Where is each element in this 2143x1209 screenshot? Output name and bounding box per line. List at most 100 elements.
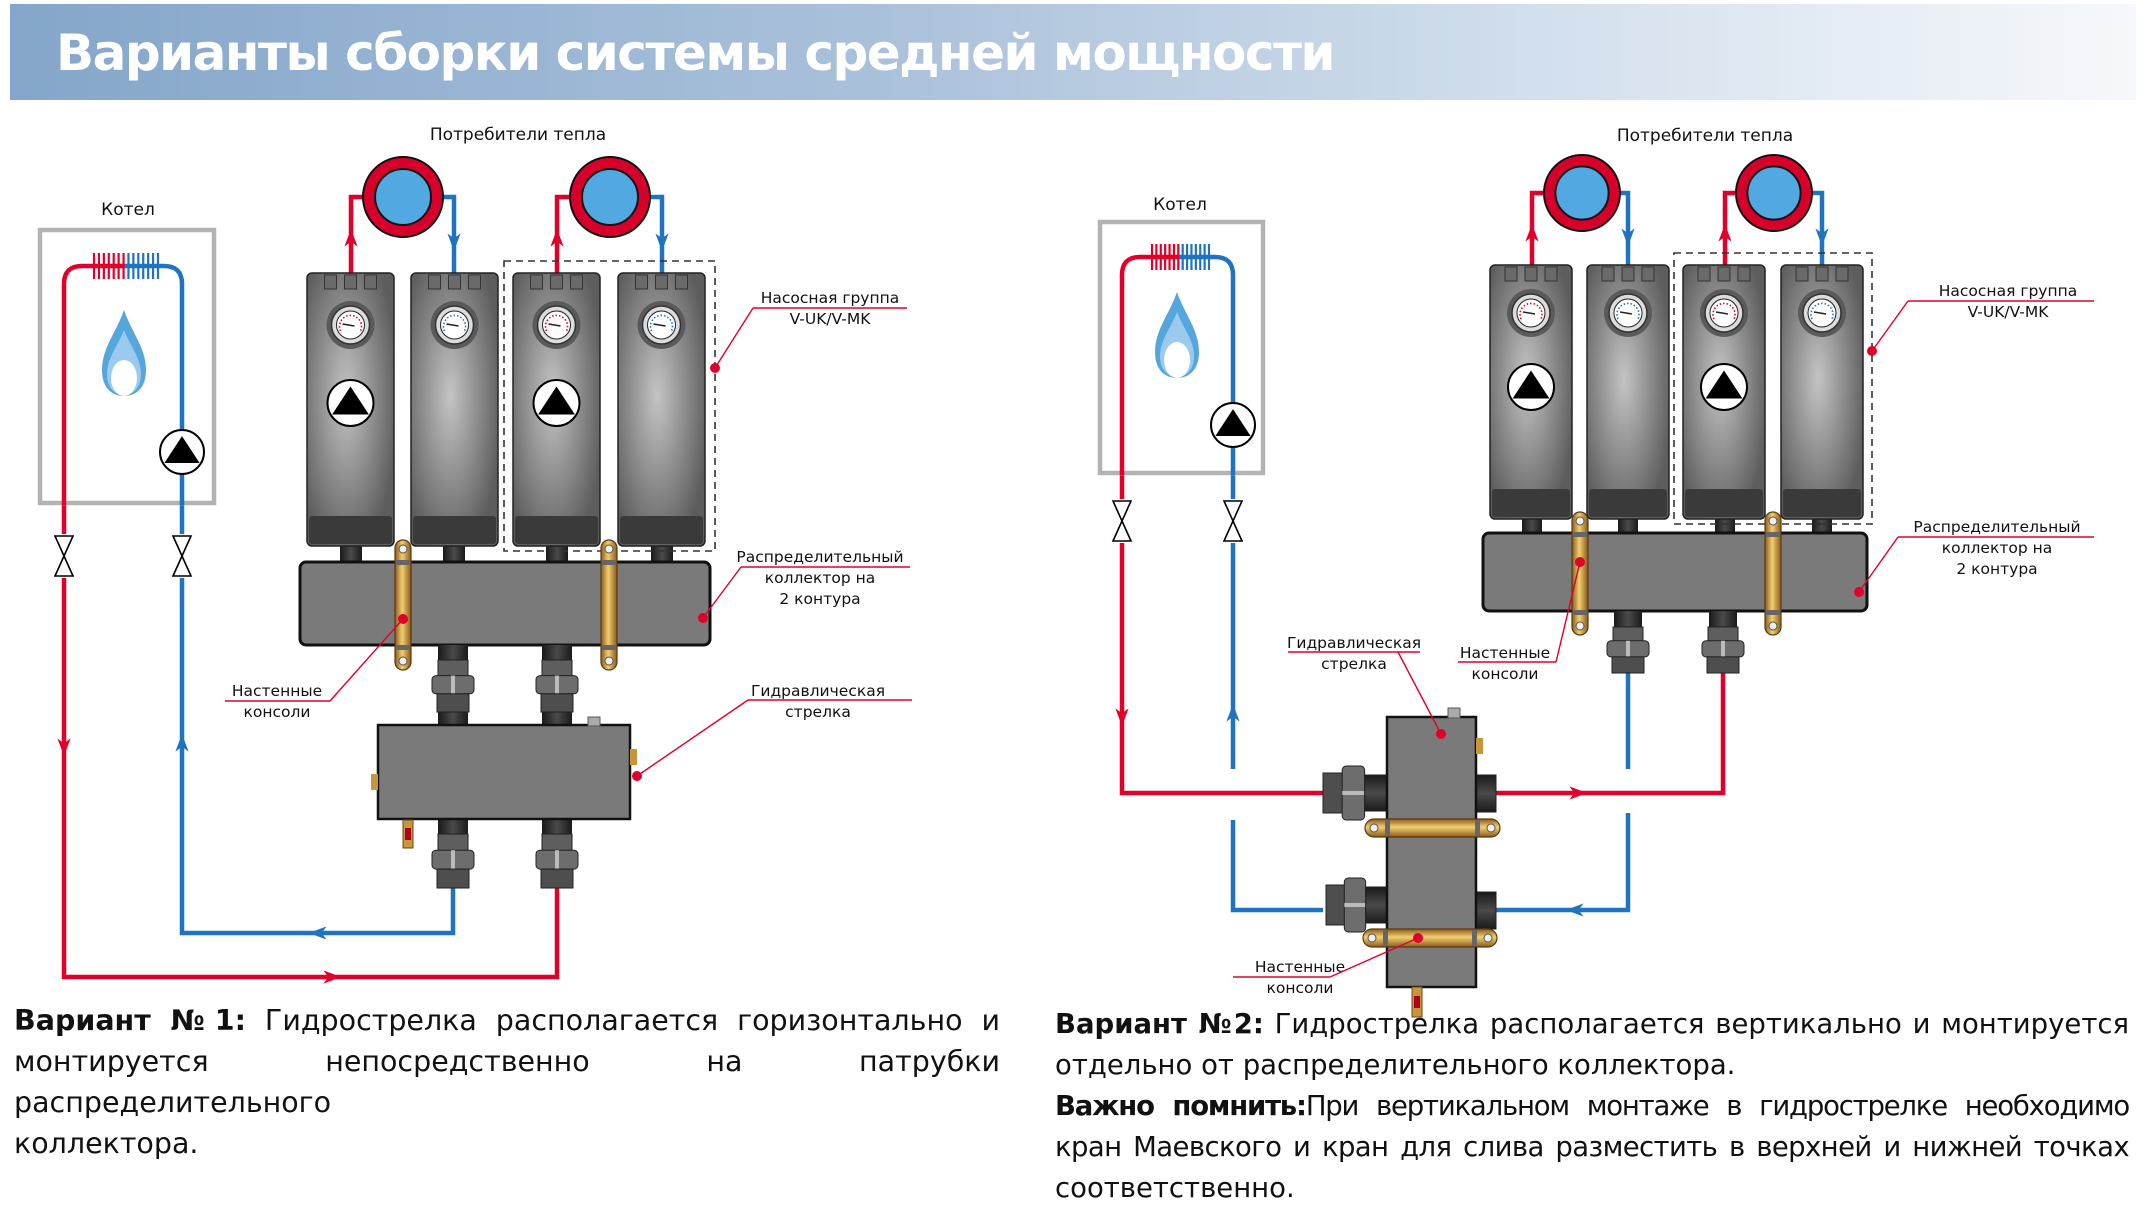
drain-valve-icon xyxy=(1411,986,1423,1018)
leader-dot-icon xyxy=(710,363,720,373)
heat-exchanger-icon xyxy=(1150,244,1211,270)
flow-arrow-up-icon xyxy=(344,229,358,247)
flow-arrow-down-icon xyxy=(447,233,461,251)
variant1-pump-group-label-line: V-UK/V-MK xyxy=(790,310,872,328)
leader-line xyxy=(714,307,754,369)
boiler-supply-pipe xyxy=(1119,254,1178,475)
consumer-return-pipe xyxy=(1812,190,1825,265)
flow-arrow-right-icon xyxy=(323,970,341,984)
housing-base xyxy=(1685,489,1763,517)
boiler-return-pipe xyxy=(123,263,185,505)
housing-base xyxy=(515,516,598,544)
wall-bracket-icon xyxy=(600,539,618,671)
housing-notch xyxy=(1835,266,1849,282)
flow-arrow-down-icon xyxy=(57,738,71,756)
leader-dot-icon xyxy=(1575,557,1585,567)
variant1-hydro-arrow-label-line: стрелка xyxy=(785,703,851,721)
variant1-caption-line1: Гидрострелка располагается горизонтально… xyxy=(245,1004,1000,1037)
variant2-collector-label-line: Распределительный xyxy=(1913,518,2080,536)
variant1-diagram xyxy=(298,156,716,889)
pump-group-column xyxy=(1780,264,1864,520)
flow-arrow-left-icon xyxy=(309,926,327,940)
variant2-caption-line5: соответственно. xyxy=(1055,1172,1295,1204)
thermometer-gauge-icon xyxy=(1798,289,1846,337)
nipple xyxy=(1614,611,1642,631)
pump-group-housing xyxy=(617,272,706,547)
consumer-supply-pipe xyxy=(1529,190,1544,265)
side-plug xyxy=(1476,738,1483,754)
wall-bracket-icon xyxy=(1764,511,1782,636)
side-plug xyxy=(371,774,378,790)
heat-consumer-icon xyxy=(569,156,651,238)
variant2-caption-line3: При вертикальном монтаже в гидрострелке … xyxy=(1305,1090,2130,1122)
variant2-caption-title: Вариант №2: xyxy=(1055,1008,1264,1040)
page-title: Варианты сборки системы средней мощности xyxy=(56,24,1336,82)
variant1-caption: Вариант №1: Гидрострелка располагается г… xyxy=(14,1000,1000,1164)
flow-arrow-down-icon xyxy=(655,233,669,251)
variant1-hydro-arrow-label: Гидравлическая стрелка xyxy=(632,682,912,781)
pump-group-column xyxy=(617,272,706,547)
housing-notch xyxy=(1717,266,1731,282)
flow-arrow-down-icon xyxy=(1115,708,1129,726)
housing-notch xyxy=(1641,266,1655,282)
flow-arrow-up-icon xyxy=(1525,224,1539,242)
variant1-hydro-arrow-label-line: Гидравлическая xyxy=(751,682,885,700)
nipple xyxy=(1475,891,1497,930)
variant1-caption-line3: коллектора. xyxy=(14,1127,199,1160)
union-fitting-icon xyxy=(1701,626,1745,674)
pump-group-housing xyxy=(1586,264,1670,520)
housing-notch xyxy=(1737,266,1751,282)
variant1-caption-line2: монтируется непосредственно на патрубки … xyxy=(14,1045,1000,1119)
ball-valve-icon xyxy=(171,534,193,578)
gas-flame-icon xyxy=(102,310,146,396)
distribution-collector xyxy=(298,560,712,647)
housing-notch xyxy=(1544,266,1558,282)
housing-notch xyxy=(1795,266,1809,282)
leader-dot-icon xyxy=(698,613,708,623)
variant1-boiler-label: Котел xyxy=(101,200,155,220)
housing-notch xyxy=(468,274,481,290)
heat-consumer-icon xyxy=(1735,154,1813,232)
housing-base xyxy=(1492,489,1570,517)
air-vent-icon xyxy=(587,716,601,727)
thermometer-gauge-icon xyxy=(1604,289,1652,337)
union-fitting-icon xyxy=(535,833,579,889)
consumer-supply-pipe xyxy=(1722,190,1736,265)
housing-notch xyxy=(344,274,357,290)
union-fitting-icon xyxy=(1325,877,1388,933)
consumer-supply-pipe xyxy=(554,194,570,273)
variant2-supply-to-separator xyxy=(1119,473,1323,796)
leader-dot-icon xyxy=(1413,933,1423,943)
pipes-layer xyxy=(57,190,1829,984)
leader-line xyxy=(1858,536,1899,593)
flow-arrow-up-icon xyxy=(550,229,564,247)
circulation-pump-icon xyxy=(159,429,205,475)
gas-flame-icon xyxy=(1155,292,1199,378)
hydraulic-separator xyxy=(376,723,632,821)
variant2-wall-brackets-bottom-label-line: Настенные xyxy=(1255,958,1345,976)
variant2-collector-label: Распределительный коллектор на 2 контура xyxy=(1854,518,2094,597)
pump-group-housing xyxy=(1780,264,1864,520)
pump-group-column xyxy=(306,272,395,547)
wall-bracket-icon xyxy=(1362,928,1498,948)
thermometer-gauge-icon xyxy=(326,301,375,349)
variant2-collector-label-line: коллектор на xyxy=(1942,539,2052,557)
circulation-pump-icon xyxy=(532,379,581,427)
housing-base xyxy=(1783,489,1861,517)
wall-bracket-icon xyxy=(394,539,412,671)
flow-arrow-right-icon xyxy=(1569,786,1587,800)
variant1-wall-brackets-label-line: консоли xyxy=(244,703,311,721)
heat-consumer-icon xyxy=(1543,154,1621,232)
variant2-separator-to-collector xyxy=(1496,673,1726,796)
nipple xyxy=(651,544,673,564)
variant2-diagram xyxy=(1322,154,1873,1018)
variant1-boiler xyxy=(37,227,217,578)
variant2-collector-label-line: 2 контура xyxy=(1956,560,2037,578)
circulation-pump-icon xyxy=(1210,402,1256,448)
flow-arrow-up-icon xyxy=(1718,224,1732,242)
side-plug xyxy=(630,749,637,765)
union-fitting-icon xyxy=(1322,765,1388,821)
